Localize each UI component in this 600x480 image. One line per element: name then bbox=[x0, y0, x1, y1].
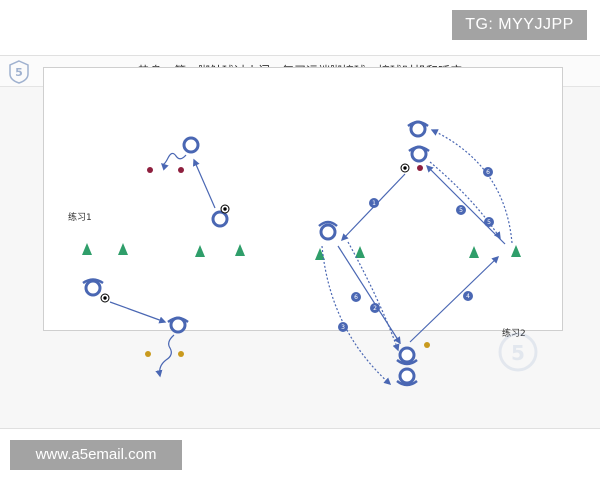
player bbox=[318, 220, 338, 241]
dribble-arrow bbox=[155, 334, 175, 378]
cone bbox=[195, 245, 205, 257]
cone bbox=[355, 246, 365, 258]
svg-text:2: 2 bbox=[373, 305, 377, 312]
pass-arrow bbox=[193, 158, 216, 209]
player bbox=[407, 120, 429, 138]
svg-text:6: 6 bbox=[486, 169, 490, 176]
step-number-badge: 3 bbox=[338, 322, 348, 332]
svg-text:3: 3 bbox=[341, 324, 345, 331]
step-number-badge: 4 bbox=[463, 291, 473, 301]
step-number-badge: 5 bbox=[456, 205, 466, 215]
player bbox=[396, 346, 418, 366]
gate-marker-gold bbox=[178, 351, 184, 357]
gate-marker-red bbox=[417, 165, 423, 171]
run-arrow bbox=[429, 161, 501, 240]
player bbox=[408, 145, 430, 163]
player bbox=[211, 210, 229, 228]
pass-arrow bbox=[109, 301, 167, 324]
pass-arrow bbox=[337, 245, 401, 345]
step-number-badge: 2 bbox=[370, 303, 380, 313]
cone bbox=[82, 243, 92, 255]
player bbox=[396, 367, 418, 387]
logo-watermark-icon: 5 bbox=[498, 332, 538, 372]
player bbox=[167, 316, 189, 334]
training-field bbox=[43, 67, 563, 331]
svg-text:5: 5 bbox=[459, 207, 463, 214]
cone bbox=[315, 248, 325, 260]
svg-text:1: 1 bbox=[372, 200, 376, 207]
svg-text:5: 5 bbox=[511, 341, 525, 365]
pass-arrow bbox=[425, 164, 506, 245]
run-arrow bbox=[321, 245, 392, 385]
ball-icon bbox=[100, 293, 110, 303]
step-number-badge: 6 bbox=[351, 292, 361, 302]
url-watermark: www.a5email.com bbox=[10, 440, 182, 470]
drill2-label: 练习2 bbox=[502, 327, 526, 339]
step-number-badge: 6 bbox=[483, 167, 493, 177]
tg-watermark: TG: MYYJJPP bbox=[452, 10, 587, 40]
svg-text:6: 6 bbox=[354, 294, 358, 301]
ball-icon bbox=[220, 204, 230, 214]
cone bbox=[235, 244, 245, 256]
gate-marker-gold bbox=[145, 351, 151, 357]
gate-marker-red bbox=[178, 167, 184, 173]
drill1-label: 练习1 bbox=[68, 211, 92, 223]
dribble-arrow bbox=[160, 152, 187, 171]
svg-text:5: 5 bbox=[487, 219, 491, 226]
svg-text:4: 4 bbox=[466, 293, 470, 300]
cone bbox=[118, 243, 128, 255]
run-arrow bbox=[430, 129, 513, 244]
svg-text:5: 5 bbox=[15, 66, 23, 79]
step-number-badge: 5 bbox=[484, 217, 494, 227]
logo-icon: 5 bbox=[9, 60, 29, 84]
player bbox=[182, 136, 200, 154]
ball-icon bbox=[400, 163, 410, 173]
step-number-badge: 1 bbox=[369, 198, 379, 208]
gate-marker-red bbox=[147, 167, 153, 173]
cone bbox=[511, 245, 521, 257]
pass-arrow bbox=[409, 255, 500, 343]
run-arrow bbox=[347, 241, 400, 352]
cone bbox=[469, 246, 479, 258]
player bbox=[82, 278, 104, 297]
gate-marker-gold bbox=[424, 342, 430, 348]
